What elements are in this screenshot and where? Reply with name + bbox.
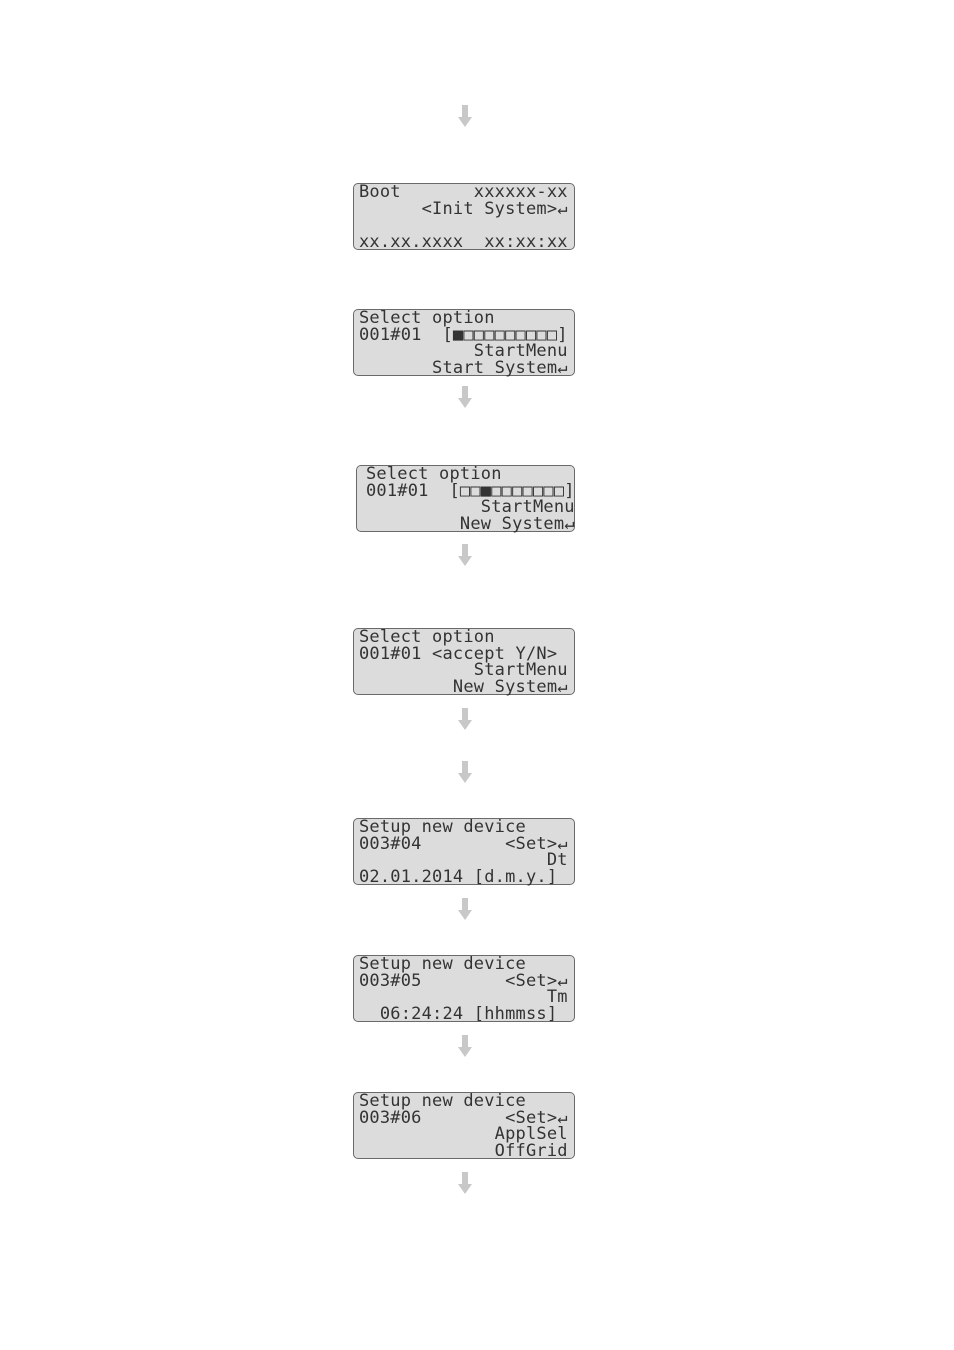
lcd-display-accept: Select option 001#01 <accept Y/N> StartM… [353,628,575,695]
lcd-line: 06:24:24 [hhmmss] [359,1003,558,1024]
lcd-line: Setup new device [359,954,526,974]
lcd-line: 003#04 <Set>↵ [359,833,568,854]
lcd-line: xx.xx.xxxx xx:xx:xx [359,231,568,252]
down-arrow-icon [458,105,472,127]
lcd-line: 02.01.2014 [d.m.y.] [359,866,558,887]
lcd-line: StartMenu [359,660,568,680]
lcd-line: Start System↵ [359,357,568,378]
lcd-line: 001#01 <accept Y/N> [359,643,558,664]
down-arrow-icon [458,544,472,566]
lcd-line: StartMenu [366,497,575,517]
lcd-line: Select option [366,464,502,484]
down-arrow-icon [458,386,472,408]
lcd-line: Setup new device [359,1091,526,1111]
lcd-display-select-new-system: Select option 001#01 [□□■□□□□□□□] StartM… [356,465,575,532]
lcd-line: Tm [359,987,568,1007]
down-arrow-icon [458,761,472,783]
down-arrow-icon [458,1035,472,1057]
lcd-line: 001#01 [□□■□□□□□□□] [366,480,575,501]
lcd-line: StartMenu [359,341,568,361]
lcd-display-setup-time: Setup new device 003#05 <Set>↵ Tm 06:24:… [353,955,575,1022]
lcd-display-setup-date: Setup new device 003#04 <Set>↵ Dt 02.01.… [353,818,575,885]
down-arrow-icon [458,898,472,920]
lcd-line: 003#05 <Set>↵ [359,970,568,991]
lcd-line: Dt [359,850,568,870]
lcd-display-boot: Boot xxxxxx-xx <Init System>↵ xx.xx.xxxx… [353,183,575,250]
lcd-line: ApplSel [359,1124,568,1144]
lcd-line: 003#06 <Set>↵ [359,1107,568,1128]
lcd-line: Setup new device [359,817,526,837]
lcd-line: Boot xxxxxx-xx [359,182,568,202]
lcd-line: <Init System>↵ [359,198,568,219]
lcd-display-select-start-system: Select option 001#01 [■□□□□□□□□□] StartM… [353,309,575,376]
lcd-display-setup-application: Setup new device 003#06 <Set>↵ ApplSel O… [353,1092,575,1159]
lcd-line: Select option [359,308,495,328]
down-arrow-icon [458,1172,472,1194]
lcd-line: 001#01 [■□□□□□□□□□] [359,324,568,345]
lcd-line: New System↵ [366,513,575,534]
lcd-line: New System↵ [359,676,568,697]
down-arrow-icon [458,708,472,730]
lcd-line: OffGrid [359,1140,568,1161]
lcd-line: Select option [359,627,495,647]
